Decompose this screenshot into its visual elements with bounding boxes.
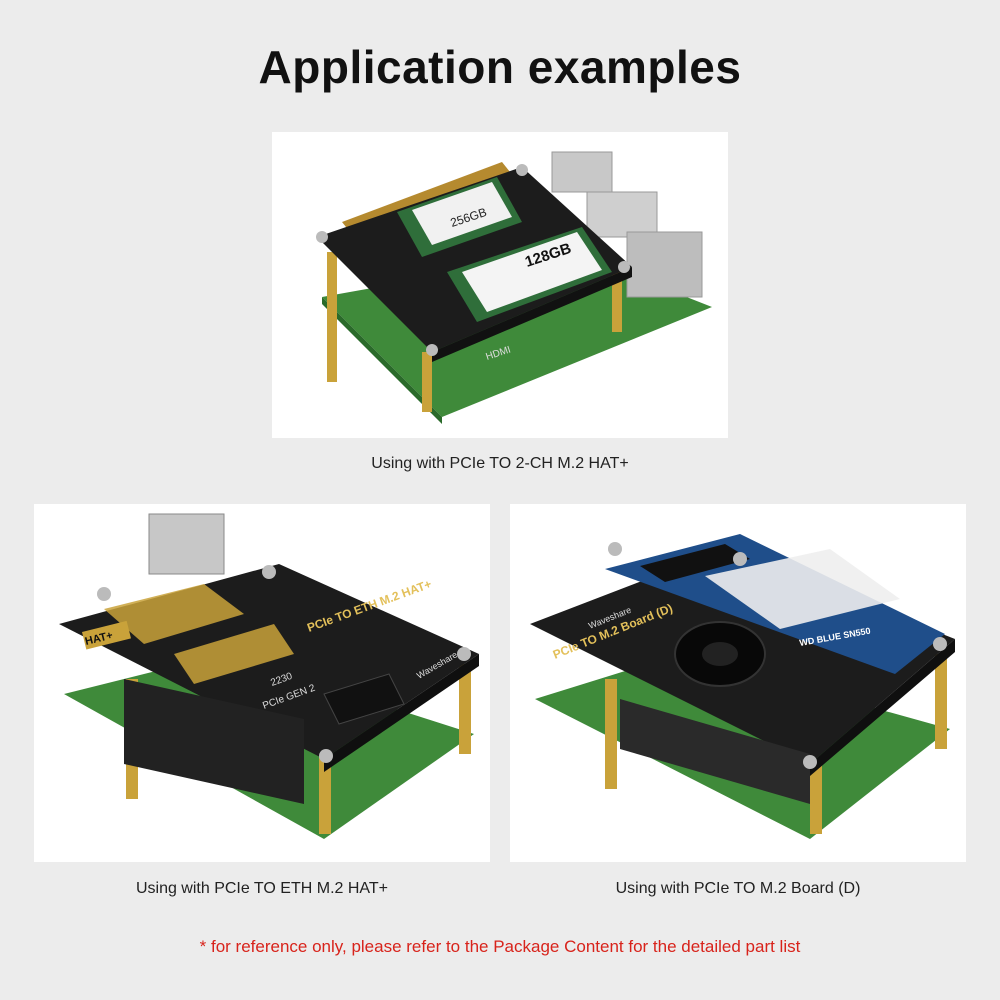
raspberry-pi-m2-board-d-illustration: WD BLUE SN550 PCIe TO M.2 Board (D) Wave… [530, 534, 955, 839]
example-photo-1: 256GB 128GB HDMI [272, 132, 728, 438]
reference-note: * for reference only, please refer to th… [199, 937, 801, 956]
page-title: Application examples [258, 41, 742, 93]
example-photo-2: PCIe TO ETH M.2 HAT+ HAT+ 2230 PCIe GEN … [34, 504, 490, 862]
example-photo-3: WD BLUE SN550 PCIe TO M.2 Board (D) Wave… [510, 504, 966, 862]
raspberry-pi-eth-m2-illustration: PCIe TO ETH M.2 HAT+ HAT+ 2230 PCIe GEN … [59, 513, 479, 839]
example-caption-3: Using with PCIe TO M.2 Board (D) [615, 880, 861, 897]
example-caption-2: Using with PCIe TO ETH M.2 HAT+ [135, 880, 389, 897]
example-caption-1: Using with PCIe TO 2-CH M.2 HAT+ [371, 455, 629, 472]
raspberry-pi-2ch-m2-illustration: 256GB 128GB HDMI [316, 151, 712, 424]
